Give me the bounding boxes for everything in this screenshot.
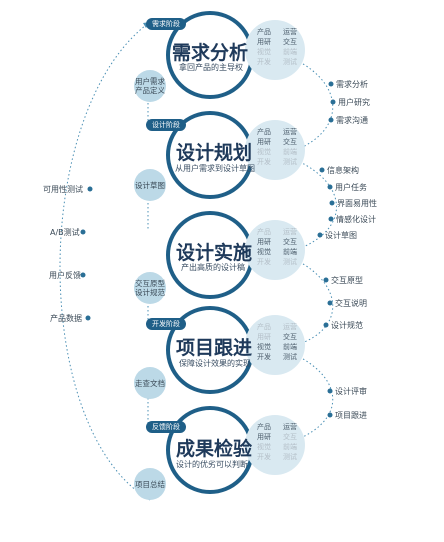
stage-3-item: 交互说明: [335, 299, 367, 308]
feedback-dot: [80, 272, 86, 278]
stage-2-tag: 设计阶段: [146, 119, 186, 131]
stage-2-item: 用户任务: [335, 183, 367, 192]
stage-4-item: 项目跟进: [335, 411, 367, 420]
stage-1-subtitle: 拿回产品的主导权: [179, 63, 243, 72]
right-dots: [317, 81, 336, 418]
stage-2-roles: 产品运营 用研交互 视觉前端 开发测试: [257, 128, 297, 166]
feedback-item-product-data: 产品数据: [50, 314, 82, 323]
stage-3-title: 设计实施: [176, 242, 253, 264]
stage-1-item: 需求沟通: [336, 116, 368, 125]
roles-bubble-4: [245, 315, 305, 375]
roles-bubble-5: [245, 415, 305, 475]
stage-3-subtitle: 产出高质的设计稿: [181, 263, 245, 272]
stage-1-roles: 产品运营 用研交互 视觉前端 开发测试: [257, 28, 297, 66]
stage-3-left-bubble-label: 交互原型 设计规范: [135, 279, 165, 297]
stage-3-item: 交互原型: [331, 276, 363, 285]
stage-5-roles: 产品运营 用研交互 视觉前端 开发测试: [257, 423, 297, 461]
feedback-item-ab-test: A/B测试: [50, 228, 80, 237]
stage-4-tag: 开发阶段: [146, 318, 186, 330]
stage-2-item: 界面易用性: [337, 199, 377, 208]
left-bubble-4: [134, 367, 166, 399]
feedback-dot: [87, 186, 93, 192]
stage-4-roles: 产品运营 用研交互 视觉前端 开发测试: [257, 323, 297, 361]
stage-5-tag: 反馈阶段: [146, 421, 186, 433]
stage-3-roles: 产品运营 用研交互 视觉前端 开发测试: [257, 228, 297, 266]
stage-1-left-bubble-label: 用户需求 产品定义: [135, 77, 165, 95]
connector-4: [295, 354, 334, 441]
stage-1-item: 用户研究: [338, 98, 370, 107]
roles-bubble-2: [245, 120, 305, 180]
stage-2-item: 设计草图: [325, 231, 357, 240]
roles-bubble-1: [245, 20, 305, 80]
left-bubble-5: [134, 468, 166, 500]
stage-2-left-bubble-label: 设计草图: [135, 181, 165, 190]
stage-2-item: 情感化设计: [336, 215, 376, 224]
stage-1-title: 需求分析: [172, 42, 249, 64]
stage-5-subtitle: 设计的优劣可以判断: [176, 460, 248, 469]
stage-2-title: 设计规划: [176, 142, 253, 164]
feedback-item-user-feedback: 用户反馈: [49, 271, 81, 280]
connector-2: [295, 159, 337, 251]
stage-4-subtitle: 保障设计效果的实现: [179, 359, 251, 368]
feedback-item-usability: 可用性测试: [43, 185, 83, 194]
left-bubble-2: [134, 169, 166, 201]
stage-2-item: 信息架构: [327, 166, 359, 175]
stage-5-title: 成果检验: [176, 438, 253, 460]
left-bubble-1: [134, 70, 166, 102]
left-bubble-3: [134, 272, 166, 304]
stage-3-item: 设计规范: [331, 321, 363, 330]
stage-1-tag: 需求阶段: [146, 18, 186, 30]
stage-4-item: 设计评审: [335, 387, 367, 396]
feedback-dot: [85, 315, 91, 321]
stage-4-left-bubble-label: 走查文档: [135, 379, 165, 388]
stage-4-title: 项目跟进: [176, 337, 253, 359]
stage-1-item: 需求分析: [336, 80, 368, 89]
stage-5-left-bubble-label: 项目总结: [135, 480, 165, 489]
feedback-dot: [80, 229, 86, 235]
roles-bubble-3: [245, 220, 305, 280]
stage-2-subtitle: 从用户需求到设计草图: [175, 164, 255, 173]
